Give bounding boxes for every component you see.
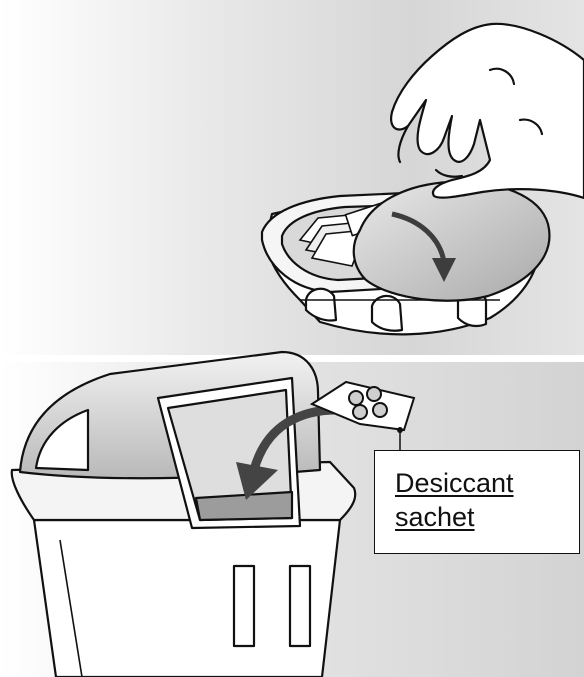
callout-label-line1: Desiccant bbox=[395, 468, 514, 498]
waste-bin bbox=[12, 352, 355, 677]
callout-label-line2: sachet bbox=[395, 502, 475, 532]
callout-leader-dot bbox=[397, 427, 403, 433]
